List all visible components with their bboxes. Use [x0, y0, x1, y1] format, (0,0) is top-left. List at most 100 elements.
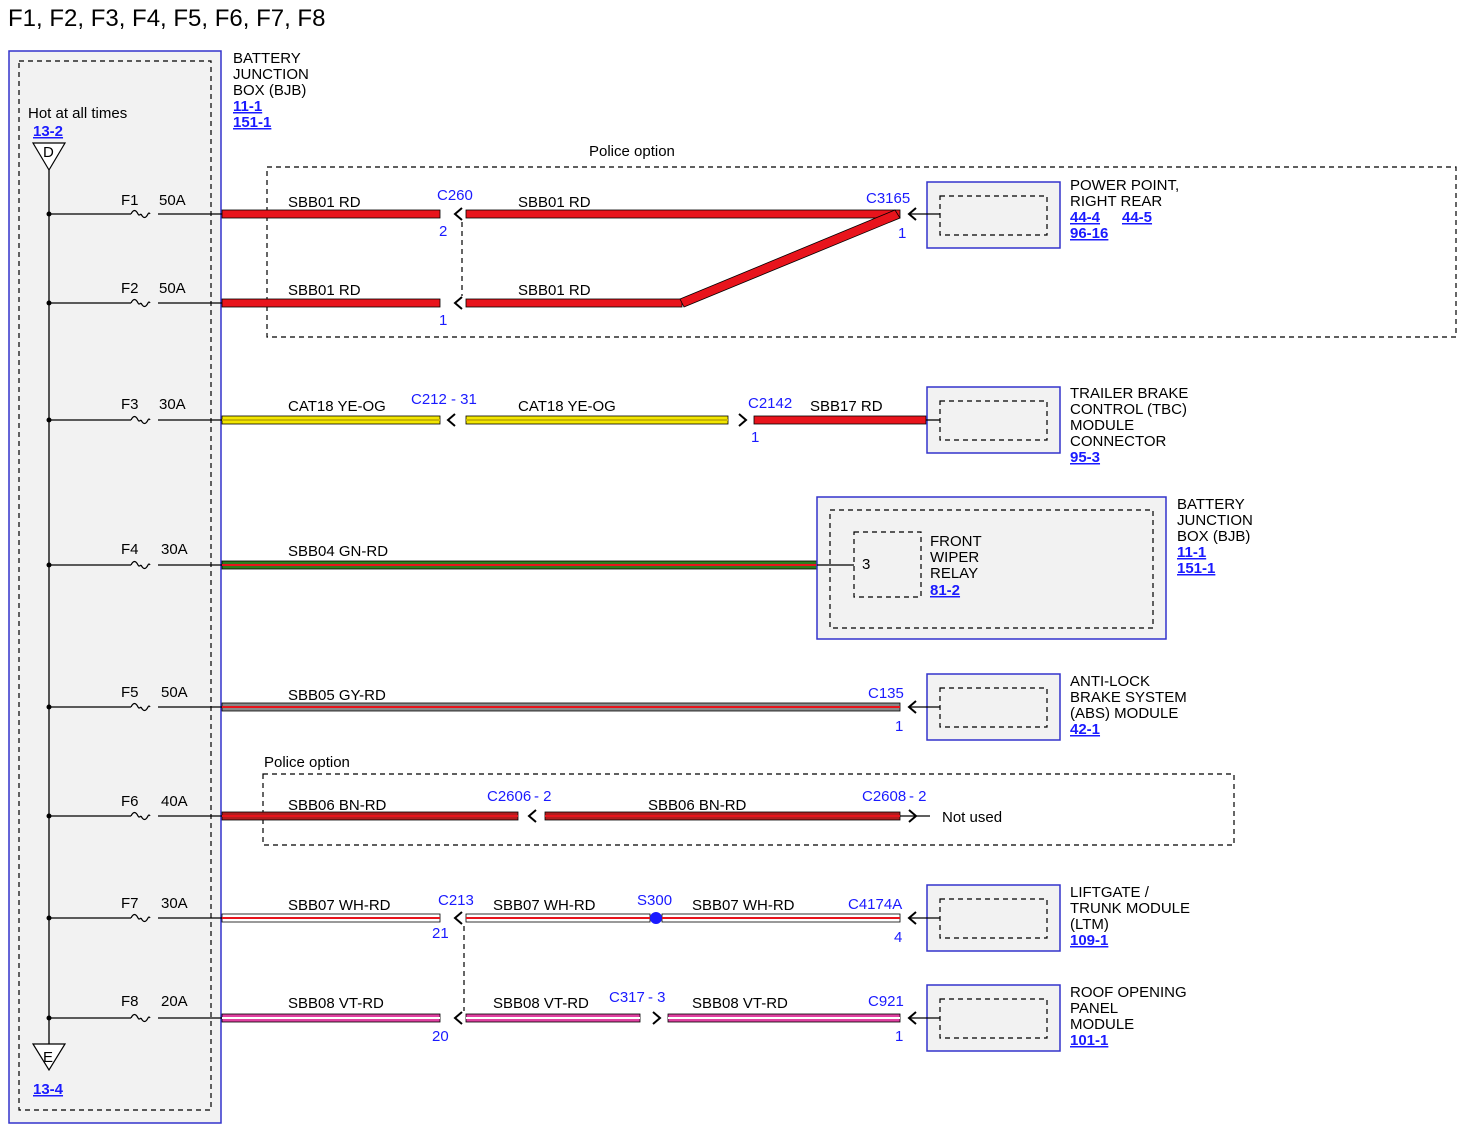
wire-f3-mid-label: CAT18 YE-OG	[518, 398, 616, 415]
bjb-left-ref-1[interactable]: 11-1	[233, 98, 262, 115]
fuse-f1-rating: 50A	[159, 192, 186, 209]
fuse-f7[interactable]: F7 30A	[121, 895, 188, 912]
bjb-left-box	[8, 50, 222, 1124]
abs-name-2: BRAKE SYSTEM	[1070, 689, 1187, 706]
c213-pin-top: 21	[432, 925, 449, 942]
c317-arrow-icon	[652, 1011, 662, 1025]
fuse-f8[interactable]: F8 20A	[121, 993, 188, 1010]
c213-arrow-top-icon	[453, 911, 463, 925]
fuse-f3-id: F3	[121, 396, 139, 413]
c213-label[interactable]: C213	[438, 892, 474, 909]
bjb-left-ref-2[interactable]: 151-1	[233, 114, 271, 131]
c2606-label[interactable]: C2606	[487, 788, 531, 805]
wire-f6-right-label: SBB06 BN-RD	[648, 797, 747, 814]
fuse-f1[interactable]: F1 50A	[121, 192, 186, 209]
hot-label: Hot at all times	[28, 105, 127, 122]
ltm-name-3: (LTM)	[1070, 916, 1109, 933]
wire-f2-seg1	[221, 298, 441, 308]
component-ltm[interactable]	[926, 884, 1061, 952]
tbc-name-3: MODULE	[1070, 417, 1134, 434]
not-used-label: Not used	[942, 809, 1002, 826]
fuse-f7-id: F7	[121, 895, 139, 912]
c4174a-label[interactable]: C4174A	[848, 896, 902, 913]
abs-ref-1[interactable]: 42-1	[1070, 721, 1100, 738]
bottom-ref[interactable]: 13-4	[33, 1081, 64, 1098]
wire-f4-label: SBB04 GN-RD	[288, 543, 388, 560]
terminal-d-icon: D	[31, 142, 67, 172]
bjb-right-ref-1[interactable]: 11-1	[1177, 544, 1206, 561]
wire-f7-right-label: SBB07 WH-RD	[692, 897, 795, 914]
component-roof[interactable]	[926, 984, 1061, 1052]
c213-arrow-bottom-icon	[453, 1011, 463, 1025]
c260-pin-bottom: 1	[439, 312, 447, 329]
abs-name-3: (ABS) MODULE	[1070, 705, 1178, 722]
wires	[221, 209, 927, 1023]
fuse-f2-id: F2	[121, 280, 139, 297]
c260-label[interactable]: C260	[437, 187, 473, 204]
c135-label[interactable]: C135	[868, 685, 904, 702]
power-point-ref-2[interactable]: 44-5	[1122, 209, 1152, 226]
c260-arrow-top-icon	[453, 207, 463, 221]
power-point-ref-3[interactable]: 96-16	[1070, 225, 1108, 242]
roof-name-3: MODULE	[1070, 1016, 1134, 1033]
fuse-f3-rating: 30A	[159, 396, 186, 413]
wiper-relay-ref-1[interactable]: 81-2	[930, 582, 960, 599]
wire-f8-left-label: SBB08 VT-RD	[288, 995, 384, 1012]
fuse-f6[interactable]: F6 40A	[121, 793, 188, 810]
tbc-ref-1[interactable]: 95-3	[1070, 449, 1100, 466]
component-tbc[interactable]	[926, 386, 1061, 454]
component-bjb-right[interactable]	[816, 496, 1167, 640]
connector-marks	[446, 207, 940, 1025]
police-option-label-2: Police option	[264, 754, 350, 771]
police-option-label-1: Police option	[589, 143, 675, 160]
fuse-f3[interactable]: F3 30A	[121, 396, 186, 413]
bjb-right-ref-2[interactable]: 151-1	[1177, 560, 1215, 577]
hot-ref[interactable]: 13-2	[33, 123, 63, 140]
fuse-symbol-icon-5	[130, 702, 151, 712]
fuse-symbol-icon-7	[130, 913, 151, 923]
s300-label[interactable]: S300	[637, 892, 672, 909]
fuse-f8-rating: 20A	[161, 993, 188, 1010]
c4174a-pin: 4	[894, 929, 902, 946]
c2606-pin: - 2	[534, 788, 552, 805]
wire-f1-right-label: SBB01 RD	[518, 194, 591, 211]
ltm-ref-1[interactable]: 109-1	[1070, 932, 1108, 949]
fuse-f2-rating: 50A	[159, 280, 186, 297]
wire-f1-seg1	[221, 209, 441, 219]
component-abs[interactable]	[926, 673, 1061, 741]
roof-ref-1[interactable]: 101-1	[1070, 1032, 1108, 1049]
wire-f1-left-label: SBB01 RD	[288, 194, 361, 211]
c212-label[interactable]: C212	[411, 391, 447, 408]
wiper-relay-name-2: WIPER	[930, 549, 979, 566]
wire-f6-left-label: SBB06 BN-RD	[288, 797, 387, 814]
c2608-label[interactable]: C2608	[862, 788, 906, 805]
fuse-symbol-icon-2	[130, 298, 151, 308]
fuse-f6-id: F6	[121, 793, 139, 810]
wire-f2-left-label: SBB01 RD	[288, 282, 361, 299]
c2608-pin: - 2	[909, 788, 927, 805]
c921-label[interactable]: C921	[868, 993, 904, 1010]
ltm-name-1: LIFTGATE /	[1070, 884, 1150, 901]
c317-label[interactable]: C317	[609, 989, 645, 1006]
c2606-arrow-icon	[527, 809, 537, 823]
bjb-right-name-2: JUNCTION	[1177, 512, 1253, 529]
fuse-f4[interactable]: F4 30A	[121, 541, 188, 558]
wire-f2-diagonal	[679, 209, 901, 308]
fuse-f5[interactable]: F5 50A	[121, 684, 188, 701]
c3165-label[interactable]: C3165	[866, 190, 910, 207]
c921-pin: 1	[895, 1028, 903, 1045]
fuse-symbol-icon-1	[130, 209, 151, 219]
fuse-f2[interactable]: F2 50A	[121, 280, 186, 297]
bjb-left-name-1: BATTERY	[233, 50, 301, 67]
wire-f3-left-label: CAT18 YE-OG	[288, 398, 386, 415]
wire-f3-right-label: SBB17 RD	[810, 398, 883, 415]
c2142-pin: 1	[751, 429, 759, 446]
bjb-right-name-1: BATTERY	[1177, 496, 1245, 513]
c3165-pin: 1	[898, 225, 906, 242]
component-power-point[interactable]	[926, 181, 1061, 249]
c212-arrow-icon	[446, 413, 456, 427]
power-point-ref-1[interactable]: 44-4	[1070, 209, 1101, 226]
c2142-label[interactable]: C2142	[748, 395, 792, 412]
fuse-f4-rating: 30A	[161, 541, 188, 558]
